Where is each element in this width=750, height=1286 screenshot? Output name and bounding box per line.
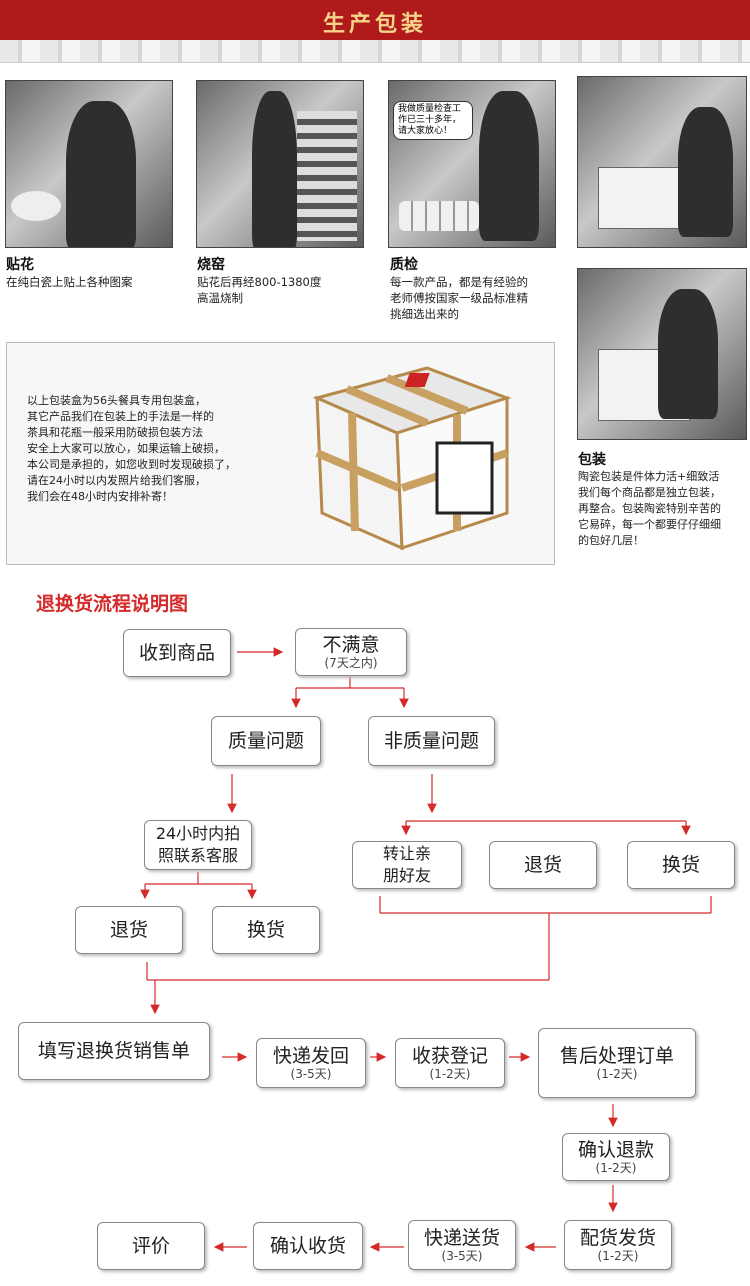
quality-issue-box: 质量问题 [211, 716, 321, 766]
step-desc-kiln: 贴花后再经800-1380度 高温烧制 [197, 275, 322, 305]
photo-decal [5, 80, 173, 248]
photo-contact-service-box: 24小时内拍 照联系客服 [144, 820, 252, 870]
step-title-packing: 包装 [578, 452, 606, 468]
express-delivery-box: 快递送货 (3-5天) [408, 1220, 516, 1270]
non-quality-issue-box: 非质量问题 [368, 716, 495, 766]
step-title-decal: 贴花 [6, 257, 34, 273]
package-info-text: 以上包装盒为56头餐具专用包装盒， 其它产品我们在包装上的手法是一样的 茶具和花… [27, 394, 236, 503]
step-title-inspection: 质检 [390, 257, 418, 273]
return-box-nonquality: 退货 [489, 841, 597, 889]
step-desc-decal: 在纯白瓷上贴上各种图案 [6, 275, 133, 289]
return-box-quality: 退货 [75, 906, 183, 954]
step-desc-packing: 陶瓷包装是件体力活+细致活 我们每个商品都是独立包装， 再整合。包装陶瓷特别辛苦… [578, 470, 721, 547]
ship-back-box: 快递发回 (3-5天) [256, 1038, 366, 1088]
exchange-box-nonquality: 换货 [627, 841, 735, 889]
receive-register-box: 收获登记 (1-2天) [395, 1038, 505, 1088]
flow-title: 退换货流程说明图 [36, 593, 189, 615]
photo-packing-2 [577, 268, 747, 440]
deliver-goods-box: 配货发货 (1-2天) [564, 1220, 672, 1270]
inspector-speech-bubble: 我做质量检查工作已三十多年，请大家放心！ [393, 101, 473, 140]
receive-goods-box: 收到商品 [123, 629, 231, 677]
exchange-box-quality: 换货 [212, 906, 320, 954]
review-box: 评价 [97, 1222, 205, 1270]
aftersale-processing-box: 售后处理订单 (1-2天) [538, 1028, 696, 1098]
confirm-refund-box: 确认退款 (1-2天) [562, 1133, 670, 1181]
photo-kiln [196, 80, 364, 248]
package-info-panel: 以上包装盒为56头餐具专用包装盒， 其它产品我们在包装上的手法是一样的 茶具和花… [6, 342, 555, 565]
banner-title: 生产包装 [322, 11, 427, 37]
confirm-receipt-box: 确认收货 [253, 1222, 363, 1270]
unsatisfied-box: 不满意 (7天之内) [295, 628, 407, 676]
wooden-crate-illustration [312, 366, 512, 551]
step-title-kiln: 烧窑 [197, 257, 225, 273]
decorative-swirl-border [0, 40, 750, 63]
header-banner: 生产包装 [0, 0, 750, 40]
transfer-friend-box: 转让亲 朋好友 [352, 841, 462, 889]
photo-packing-1 [577, 76, 747, 248]
fill-return-form-box: 填写退换货销售单 [18, 1022, 210, 1080]
step-desc-inspection: 每一款产品，都是有经验的 老师傅按国家一级品标准精 挑细选出来的 [390, 275, 528, 321]
photo-inspection: 我做质量检查工作已三十多年，请大家放心！ [388, 80, 556, 248]
